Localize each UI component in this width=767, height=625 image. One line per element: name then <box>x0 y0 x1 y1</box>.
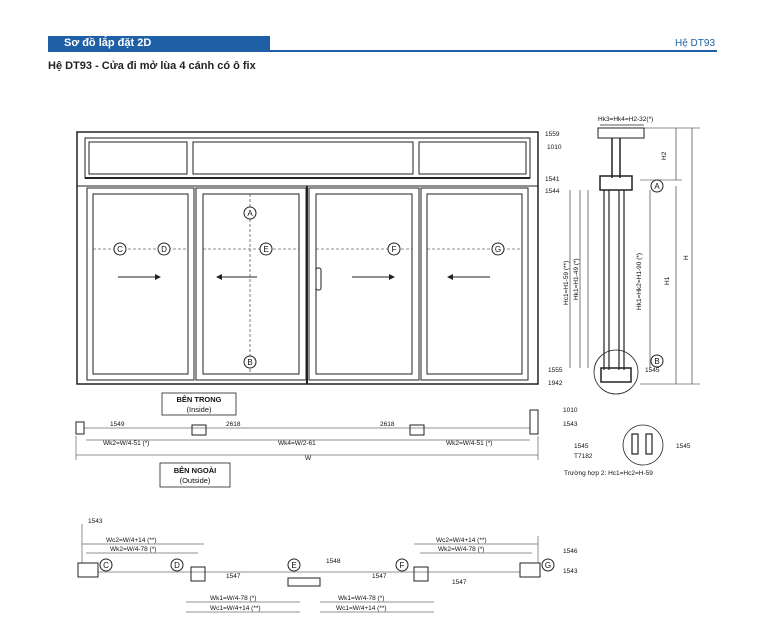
side-section <box>569 124 700 395</box>
inside-en-label: (Inside) <box>186 405 212 414</box>
detail-t7182: T7182 <box>574 453 593 460</box>
case-2-note: Trường hợp 2: Hc1=Hc2=H-59 <box>564 470 653 477</box>
bottom-plan <box>77 524 541 613</box>
dim-h: H <box>683 255 690 260</box>
dim-h1: H1 <box>664 276 671 285</box>
part-1547-b: 1547 <box>372 573 387 580</box>
side-marker-a: A <box>654 182 660 191</box>
detail-1545-right: 1545 <box>676 443 691 450</box>
dim-wc1-left: Wc1=W/4+14 (**) <box>210 605 261 612</box>
outside-en-label: (Outside) <box>180 476 211 485</box>
detail-labels: 1545 1545 T7182 Trường hợp 2: Hc1=Hc2=H-… <box>564 443 691 477</box>
bottom-plan-markers: C D E F G <box>99 558 555 572</box>
dim-wk1-right: Wk1=W/4-78 (*) <box>338 595 384 602</box>
dim-wk2-left: Wk2=W/4-51 (*) <box>103 440 149 447</box>
dim-h2: H2 <box>661 151 668 160</box>
dim-wk1-left: Wk1=W/4-78 (*) <box>210 595 256 602</box>
part-1548: 1548 <box>326 558 341 565</box>
marker-g: G <box>495 245 501 254</box>
part-1541: 1541 <box>545 176 560 183</box>
dim-hk3: Hk3=Hk4=H2-32(*) <box>598 116 653 123</box>
dim-wc2-left: Wc2=W/4+14 (**) <box>106 537 157 544</box>
section-header-bar <box>48 36 270 52</box>
bottom-marker-c: C <box>103 561 109 570</box>
inside-label: BÊN TRONG <box>177 395 222 404</box>
bottom-marker-f: F <box>400 561 405 570</box>
side-section-labels: Hk3=Hk4=H2-32(*) 1559 1010 1541 1544 155… <box>545 116 690 387</box>
sash-left-fixed <box>86 187 195 381</box>
elevation-markers: A B C D E F G <box>113 206 505 369</box>
part-1544: 1544 <box>545 188 560 195</box>
transom-frame <box>84 137 531 179</box>
bottom-marker-g: G <box>545 561 551 570</box>
marker-a: A <box>247 209 253 218</box>
dim-wc2-right: Wc2=W/4+14 (**) <box>436 537 487 544</box>
dim-wk2-bottom-right: Wk2=W/4-78 (*) <box>438 546 484 553</box>
marker-f: F <box>392 245 397 254</box>
detail-section <box>622 424 664 466</box>
part-1555: 1555 <box>548 367 563 374</box>
part-1010: 1010 <box>547 144 562 151</box>
sash-right-fixed <box>420 187 529 381</box>
dim-w: W <box>305 455 312 462</box>
door-handle <box>315 267 322 291</box>
marker-c: C <box>117 245 123 254</box>
part-1559: 1559 <box>545 131 560 138</box>
detail-1545-left: 1545 <box>574 443 589 450</box>
side-markers: A B <box>650 179 664 368</box>
section-header-label: Sơ đồ lắp đặt 2D <box>64 37 152 49</box>
part-1942: 1942 <box>548 380 563 387</box>
sash-right-sliding <box>308 187 420 381</box>
mid-plan-labels: BÊN TRONG (Inside) BÊN NGOÀI (Outside) 1… <box>103 395 578 485</box>
part-1543-bottom-right: 1543 <box>563 568 578 575</box>
bottom-marker-d: D <box>174 561 180 570</box>
page-title: Hệ DT93 - Cửa đi mở lùa 4 cánh có ô fix <box>48 60 256 72</box>
header-rule <box>48 50 717 52</box>
side-marker-b: B <box>654 357 659 366</box>
part-1543-bottom-left: 1543 <box>88 518 103 525</box>
dim-hk2: Hk1=Hk2=H1-90 (*) <box>636 253 643 310</box>
system-label: Hệ DT93 <box>674 38 715 49</box>
dim-wk4: Wk4=W/2-61 <box>278 440 316 447</box>
part-1545: 1545 <box>645 367 660 374</box>
part-2618-left: 2618 <box>226 421 241 428</box>
bottom-plan-labels: 1543 1547 1548 1547 1547 1546 1543 Wc2=W… <box>88 518 578 612</box>
part-2618-right: 2618 <box>380 421 395 428</box>
front-elevation <box>76 131 539 385</box>
bottom-marker-e: E <box>291 561 296 570</box>
dim-hc1: Hc1=H1-59 (**) <box>563 261 570 305</box>
part-1546: 1546 <box>563 548 578 555</box>
outside-label: BÊN NGOÀI <box>174 466 217 475</box>
part-1549: 1549 <box>110 421 125 428</box>
part-1547-a: 1547 <box>226 573 241 580</box>
marker-e: E <box>263 245 268 254</box>
dim-hk1: Hk1=H1-49 (*) <box>573 258 580 300</box>
part-1010-plan: 1010 <box>563 407 578 414</box>
part-1547-c: 1547 <box>452 579 467 586</box>
dim-wk2-right: Wk2=W/4-51 (*) <box>446 440 492 447</box>
part-1543-plan: 1543 <box>563 421 578 428</box>
marker-b: B <box>247 358 252 367</box>
dim-wc1-right: Wc1=W/4+14 (**) <box>336 605 387 612</box>
dim-wk2-bottom-left: Wk2=W/4-78 (*) <box>110 546 156 553</box>
mid-plan <box>75 392 539 488</box>
marker-d: D <box>161 245 167 254</box>
